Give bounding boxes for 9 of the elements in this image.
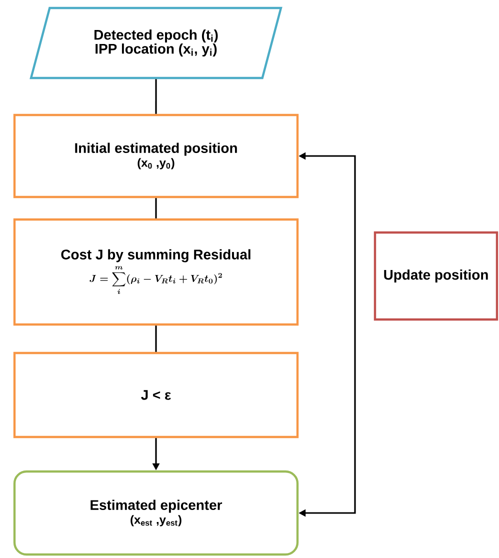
connector-line: [155, 326, 157, 352]
terminal-box: Estimated epicenter (x$_{est}$ ,y$_{est}$): [13, 470, 299, 556]
process-box: Cost J by summing Residual $J = \sum_{i}^{m}(\rho_{i} - V_{R}t_{i} + V_{R}t_{0})^{2}$: [13, 218, 299, 326]
process-box: Update position: [374, 231, 498, 321]
process-box: J < ε: [13, 352, 299, 438]
connector-line: [155, 79, 157, 114]
connector-line: [155, 198, 157, 218]
input-parallelogram: Detected epoch (t$_{i}$) IPP location (x$_{i}$, y$_{i}$): [30, 6, 282, 80]
process-box: Initial estimated position (x$_{0}$ ,y$_{0}$): [13, 114, 299, 198]
